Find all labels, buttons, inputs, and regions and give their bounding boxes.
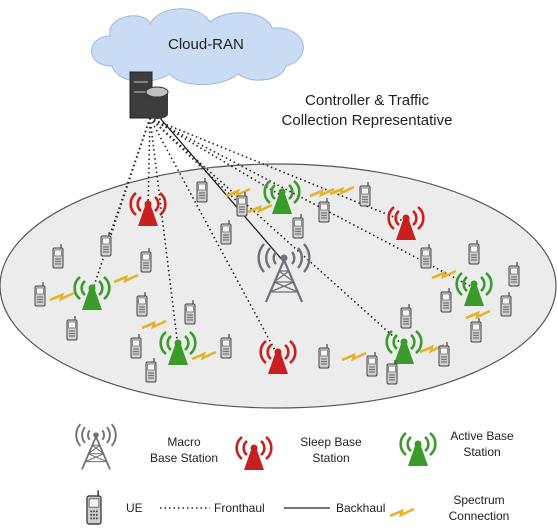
phone-icon <box>66 315 78 341</box>
phone-icon <box>184 299 196 325</box>
phone-icon <box>386 359 398 385</box>
legend <box>75 423 437 525</box>
phone-icon <box>34 281 46 307</box>
phone-icon <box>220 219 232 245</box>
controller-label: Controller & Traffic Collection Represen… <box>281 92 453 129</box>
backhaul-link <box>159 117 285 263</box>
phone-icon <box>52 243 64 269</box>
phone-icon <box>145 357 157 383</box>
phone-icon <box>508 261 520 287</box>
phone-icon <box>438 341 450 367</box>
phone-icon <box>136 291 148 317</box>
phone-icon <box>86 489 102 525</box>
phone-icon <box>318 197 330 223</box>
legend-active-label: Active Base Station <box>450 429 514 459</box>
phone-icon <box>420 243 432 269</box>
legend-backhaul-label: Backhaul <box>336 501 386 515</box>
legend-spectrum-label: Spectrum Connection <box>448 493 510 523</box>
legend-fronthaul-label: Fronthaul <box>214 501 265 515</box>
phone-icon <box>292 213 304 239</box>
legend-sleep-label: Sleep Base Station <box>300 435 362 465</box>
phone-icon <box>236 191 248 217</box>
phone-icon <box>359 181 371 207</box>
phone-icon <box>468 239 480 265</box>
phone-icon <box>100 231 112 257</box>
phone-icon <box>366 351 378 377</box>
phone-icon <box>318 343 330 369</box>
cloud-label: Cloud-RAN <box>168 36 244 53</box>
phone-icon <box>220 333 232 359</box>
sleep-tower-icon <box>235 435 273 472</box>
phone-icon <box>130 333 142 359</box>
database-icon <box>145 86 169 119</box>
phone-icon <box>440 287 452 313</box>
phone-icon <box>470 317 482 343</box>
phone-icon <box>400 303 412 329</box>
phone-icon <box>500 291 512 317</box>
legend-ue-label: UE <box>126 501 143 515</box>
cloud-icon <box>91 8 304 85</box>
legend-macro-label: Macro Base Station <box>149 435 219 465</box>
phone-icon <box>140 247 152 273</box>
macro-tower-icon <box>75 423 117 471</box>
phone-icon <box>196 177 208 203</box>
active-tower-icon <box>399 431 437 468</box>
